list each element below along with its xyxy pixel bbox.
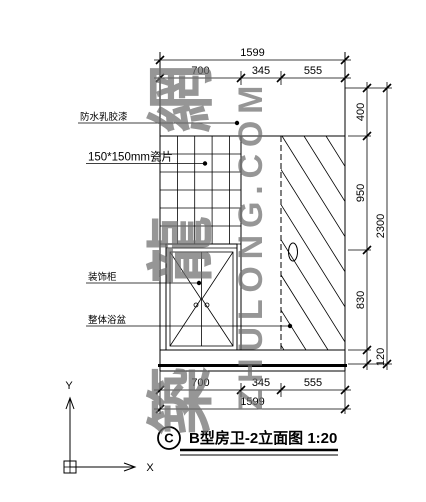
- tick-mark: [382, 359, 392, 369]
- section-marker-circle: [157, 426, 181, 450]
- hatch-line: [281, 136, 345, 238]
- hatch-line: [281, 309, 307, 350]
- tick-mark: [362, 245, 372, 255]
- watermark: 築龍網 ZHULONG.COM: [144, 65, 270, 435]
- watermark-chinese: 築龍網: [144, 65, 220, 435]
- hatch-line: [325, 136, 345, 168]
- tick-mark: [382, 83, 392, 93]
- hatch-line: [281, 274, 329, 350]
- hatch-line: [281, 203, 345, 308]
- right-dimensions: 400 950 830 120 2300: [345, 82, 392, 370]
- dimension-bottom-total: 1599: [240, 396, 264, 408]
- dimension-top-segment-1: 700: [191, 65, 209, 77]
- y-axis-arrow-icon: [65, 396, 75, 410]
- watermark-latin: ZHULONG.COM: [232, 86, 270, 411]
- leader-dot-bathtub: [287, 323, 293, 329]
- hatch-line: [281, 239, 345, 343]
- leader-dot-tile: [202, 161, 208, 166]
- annotation-labels: 防水乳胶漆 150*150mm瓷片 装饰柜 整体浴盆: [78, 111, 293, 329]
- label-bathtub: 整体浴盆: [88, 314, 127, 326]
- tick-mark: [362, 345, 372, 355]
- ucs-axis-icon: Y X: [63, 380, 154, 474]
- leader-dot-cabinet: [196, 280, 202, 286]
- dimension-bottom-segment-1: 700: [191, 377, 209, 389]
- glass-hatch: [281, 136, 345, 350]
- cabinet-outline: [165, 243, 238, 351]
- dimension-bottom-segment-2: 345: [252, 377, 270, 389]
- left-door-swing-lines: [169, 251, 202, 347]
- tick-mark: [362, 83, 372, 93]
- dimension-bottom-segment-3: 555: [304, 377, 322, 389]
- x-axis-arrow-icon: [123, 462, 137, 472]
- dimension-right-segment-4: 120: [375, 348, 387, 366]
- tick-mark: [155, 55, 165, 65]
- tick-mark: [362, 359, 372, 369]
- dimension-right-segment-1: 400: [355, 103, 367, 121]
- top-dimensions: 1599 700 345 555: [154, 47, 351, 85]
- tick-mark: [340, 385, 350, 395]
- tick-mark: [236, 385, 246, 395]
- dimension-top-segment-2: 345: [252, 65, 270, 77]
- bath-mixer-symbol: [288, 242, 298, 262]
- leader-dot-paint: [234, 120, 240, 126]
- section-marker-letter: C: [164, 431, 174, 446]
- tick-mark: [155, 73, 165, 83]
- tick-mark: [276, 385, 286, 395]
- tick-mark: [236, 73, 246, 83]
- tick-mark: [340, 55, 350, 65]
- label-cabinet: 装饰柜: [88, 271, 117, 283]
- right-door-knob: [204, 302, 210, 308]
- right-door-swing-lines: [201, 251, 234, 347]
- dimension-right-total: 2300: [375, 214, 387, 238]
- dimension-top-segment-3: 555: [304, 65, 322, 77]
- tick-mark: [155, 404, 165, 414]
- left-door-knob: [193, 302, 199, 308]
- hatch-line: [281, 168, 345, 273]
- tick-mark: [340, 73, 350, 83]
- dimension-right-segment-2: 950: [355, 184, 367, 202]
- y-axis-label: Y: [65, 380, 73, 392]
- decorative-cabinet: [165, 243, 238, 351]
- hatch-line: [303, 136, 345, 203]
- tick-mark: [155, 385, 165, 395]
- bottom-dimensions: 700 345 555 1599: [154, 371, 351, 414]
- drawing-title: B型房卫-2立面图 1:20: [189, 429, 337, 447]
- dimension-right-segment-3: 830: [355, 291, 367, 309]
- dimension-top-total: 1599: [240, 47, 264, 59]
- tick-mark: [340, 404, 350, 414]
- x-axis-label: X: [146, 462, 154, 474]
- tick-mark: [362, 131, 372, 141]
- label-tile: 150*150mm瓷片: [88, 150, 173, 164]
- label-waterproof-paint: 防水乳胶漆: [80, 111, 128, 123]
- tick-mark: [276, 73, 286, 83]
- title-block: C B型房卫-2立面图 1:20: [157, 426, 338, 456]
